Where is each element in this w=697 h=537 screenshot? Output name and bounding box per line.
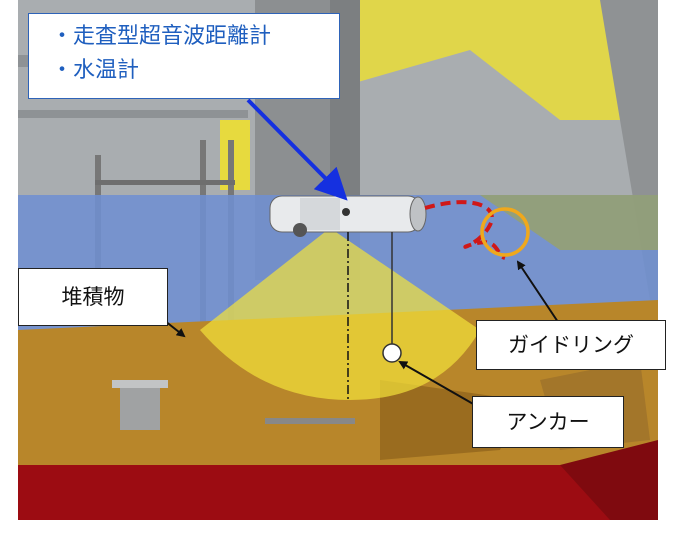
grating-bar (265, 418, 355, 424)
sediment-label: 堆積物 (18, 268, 168, 326)
pump-fixture-top (112, 380, 168, 388)
hull-curve (560, 440, 658, 520)
sonar-probe (269, 195, 427, 237)
pipe-rack-lower (18, 110, 248, 118)
railing-bar (95, 180, 235, 185)
yellow-upper-panel (330, 0, 658, 120)
hull-red-band (18, 465, 658, 520)
anchor-label: アンカー (472, 396, 624, 448)
guide-ring-label: ガイドリング (476, 320, 666, 370)
tether-line (424, 200, 506, 260)
yellow-mid-panel (220, 120, 250, 190)
pump-fixture (120, 385, 160, 430)
sensor-label-thermometer: ・水温計 (51, 58, 140, 83)
yellow-water-panel (480, 195, 658, 250)
sensor-callout: ・走査型超音波距離計 ・水温計 (28, 13, 340, 99)
sensor-label-ultrasonic: ・走査型超音波距離計 (51, 24, 272, 49)
guide-ring (480, 207, 530, 257)
guide-ring-pointer-arrow (516, 260, 561, 326)
sonar-cone (200, 228, 480, 400)
anchor-pointer-arrow (398, 361, 476, 406)
sensor-pointer-arrow (246, 98, 348, 201)
anchor-float (382, 343, 402, 363)
